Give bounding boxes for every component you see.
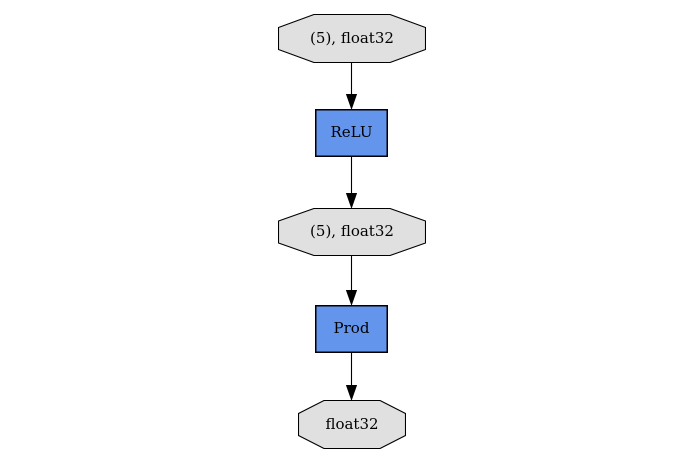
octagon-shape xyxy=(298,400,406,449)
node-variable-hidden: (5), float32 xyxy=(278,208,426,256)
octagon-shape xyxy=(278,208,426,256)
node-function-relu: ReLU xyxy=(315,109,388,157)
edge-prod-to-output xyxy=(345,353,358,402)
rect-shape xyxy=(315,305,388,353)
edge-input-to-relu xyxy=(345,63,358,111)
node-label: (5), float32 xyxy=(310,222,394,240)
rect-shape xyxy=(315,109,388,157)
node-label: Prod xyxy=(333,319,370,337)
edge-relu-to-hidden xyxy=(345,157,358,210)
node-label: ReLU xyxy=(330,123,373,141)
node-variable-input: (5), float32 xyxy=(278,14,426,63)
node-function-prod: Prod xyxy=(315,305,388,353)
edge-hidden-to-prod xyxy=(345,256,358,307)
node-variable-output: float32 xyxy=(298,400,406,449)
node-label: (5), float32 xyxy=(310,28,394,47)
octagon-shape xyxy=(278,14,426,63)
node-label: float32 xyxy=(325,414,379,433)
